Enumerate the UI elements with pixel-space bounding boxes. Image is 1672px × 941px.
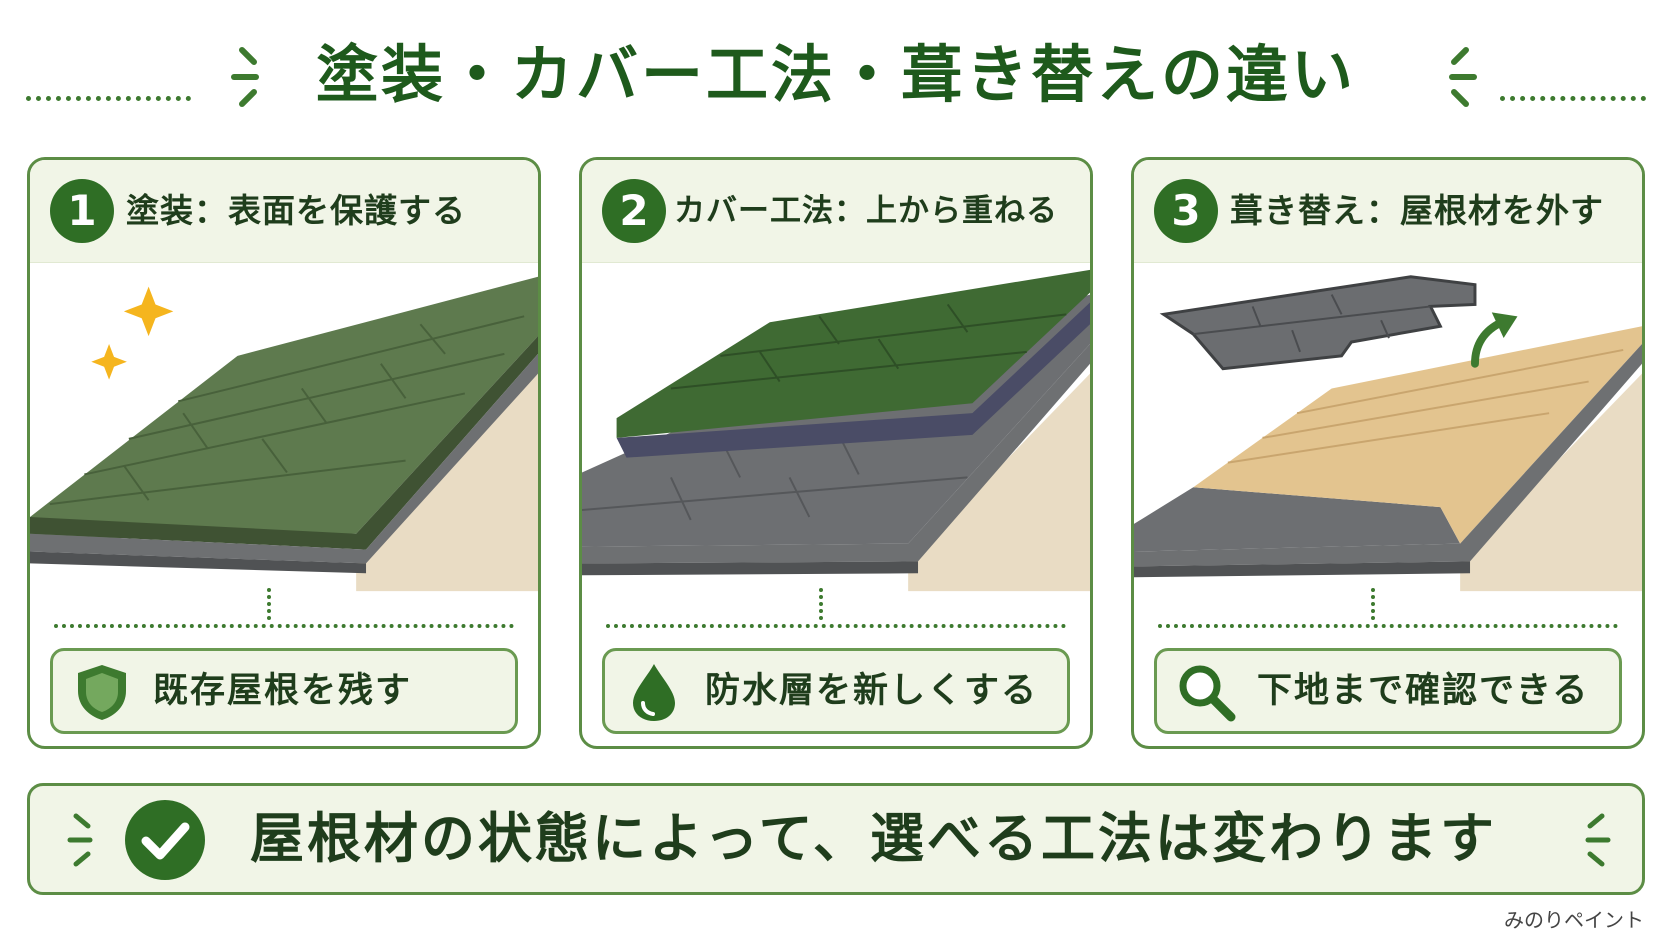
banner-sparkle-left-icon [67,813,93,867]
card-reroofing: 3 葺き替え：屋根材を外す [1131,157,1645,749]
divider-dots [1158,624,1618,628]
summary-text: 屋根材の状態によって、選べる工法は変わります [250,807,1497,870]
summary-banner: 屋根材の状態によって、選べる工法は変わります [27,783,1645,895]
card-painting: 1 塗装：表面を保護する 既存屋根を残す [27,157,541,749]
banner-sparkle-right-icon [1585,813,1611,867]
cover-roof-illustration [582,269,1090,592]
magnifier-icon [1179,665,1236,722]
card-heading: 塗装：表面を保護する [126,191,466,230]
title-sparkle-left-icon [231,47,259,107]
step-number-badge: 3 [1154,179,1218,243]
title-dots-right [1500,96,1646,101]
result-pill: 下地まで確認できる [1154,648,1622,734]
card-header: 3 葺き替え：屋根材を外す [1134,160,1642,263]
painted-roof-illustration [30,276,538,592]
result-text: 下地まで確認できる [1257,671,1590,711]
page-title: 塗装・カバー工法・葺き替えの違い [315,38,1356,111]
connector-dots [1371,588,1375,620]
shield-icon [78,665,126,720]
title-row: 塗装・カバー工法・葺き替えの違い [0,30,1672,120]
card-header: 1 塗装：表面を保護する [30,160,538,263]
connector-dots [819,588,823,620]
reroof-illustration [1134,275,1642,592]
removed-shingles [1159,275,1477,371]
check-circle-icon [125,800,205,880]
card-header: 2 カバー工法：上から重ねる [582,160,1090,263]
divider-dots [54,624,514,628]
card-heading: カバー工法：上から重ねる [674,193,1058,229]
title-sparkle-right-icon [1449,47,1477,107]
result-pill: 既存屋根を残す [50,648,518,734]
title-dots-left [26,96,191,101]
sparkle-icon [91,286,174,380]
result-text: 防水層を新しくする [705,671,1039,711]
card-cover-method: 2 カバー工法：上から重ねる 防水層を新しくす [579,157,1093,749]
step-number-badge: 1 [50,179,114,243]
step-number-badge: 2 [602,179,666,243]
divider-dots [606,624,1066,628]
credit-text: みのりペイント [1504,908,1644,932]
result-pill: 防水層を新しくする [602,648,1070,734]
card-heading: 葺き替え：屋根材を外す [1230,191,1604,230]
water-drop-icon [633,664,675,721]
result-text: 既存屋根を残す [153,671,413,711]
connector-dots [267,588,271,620]
